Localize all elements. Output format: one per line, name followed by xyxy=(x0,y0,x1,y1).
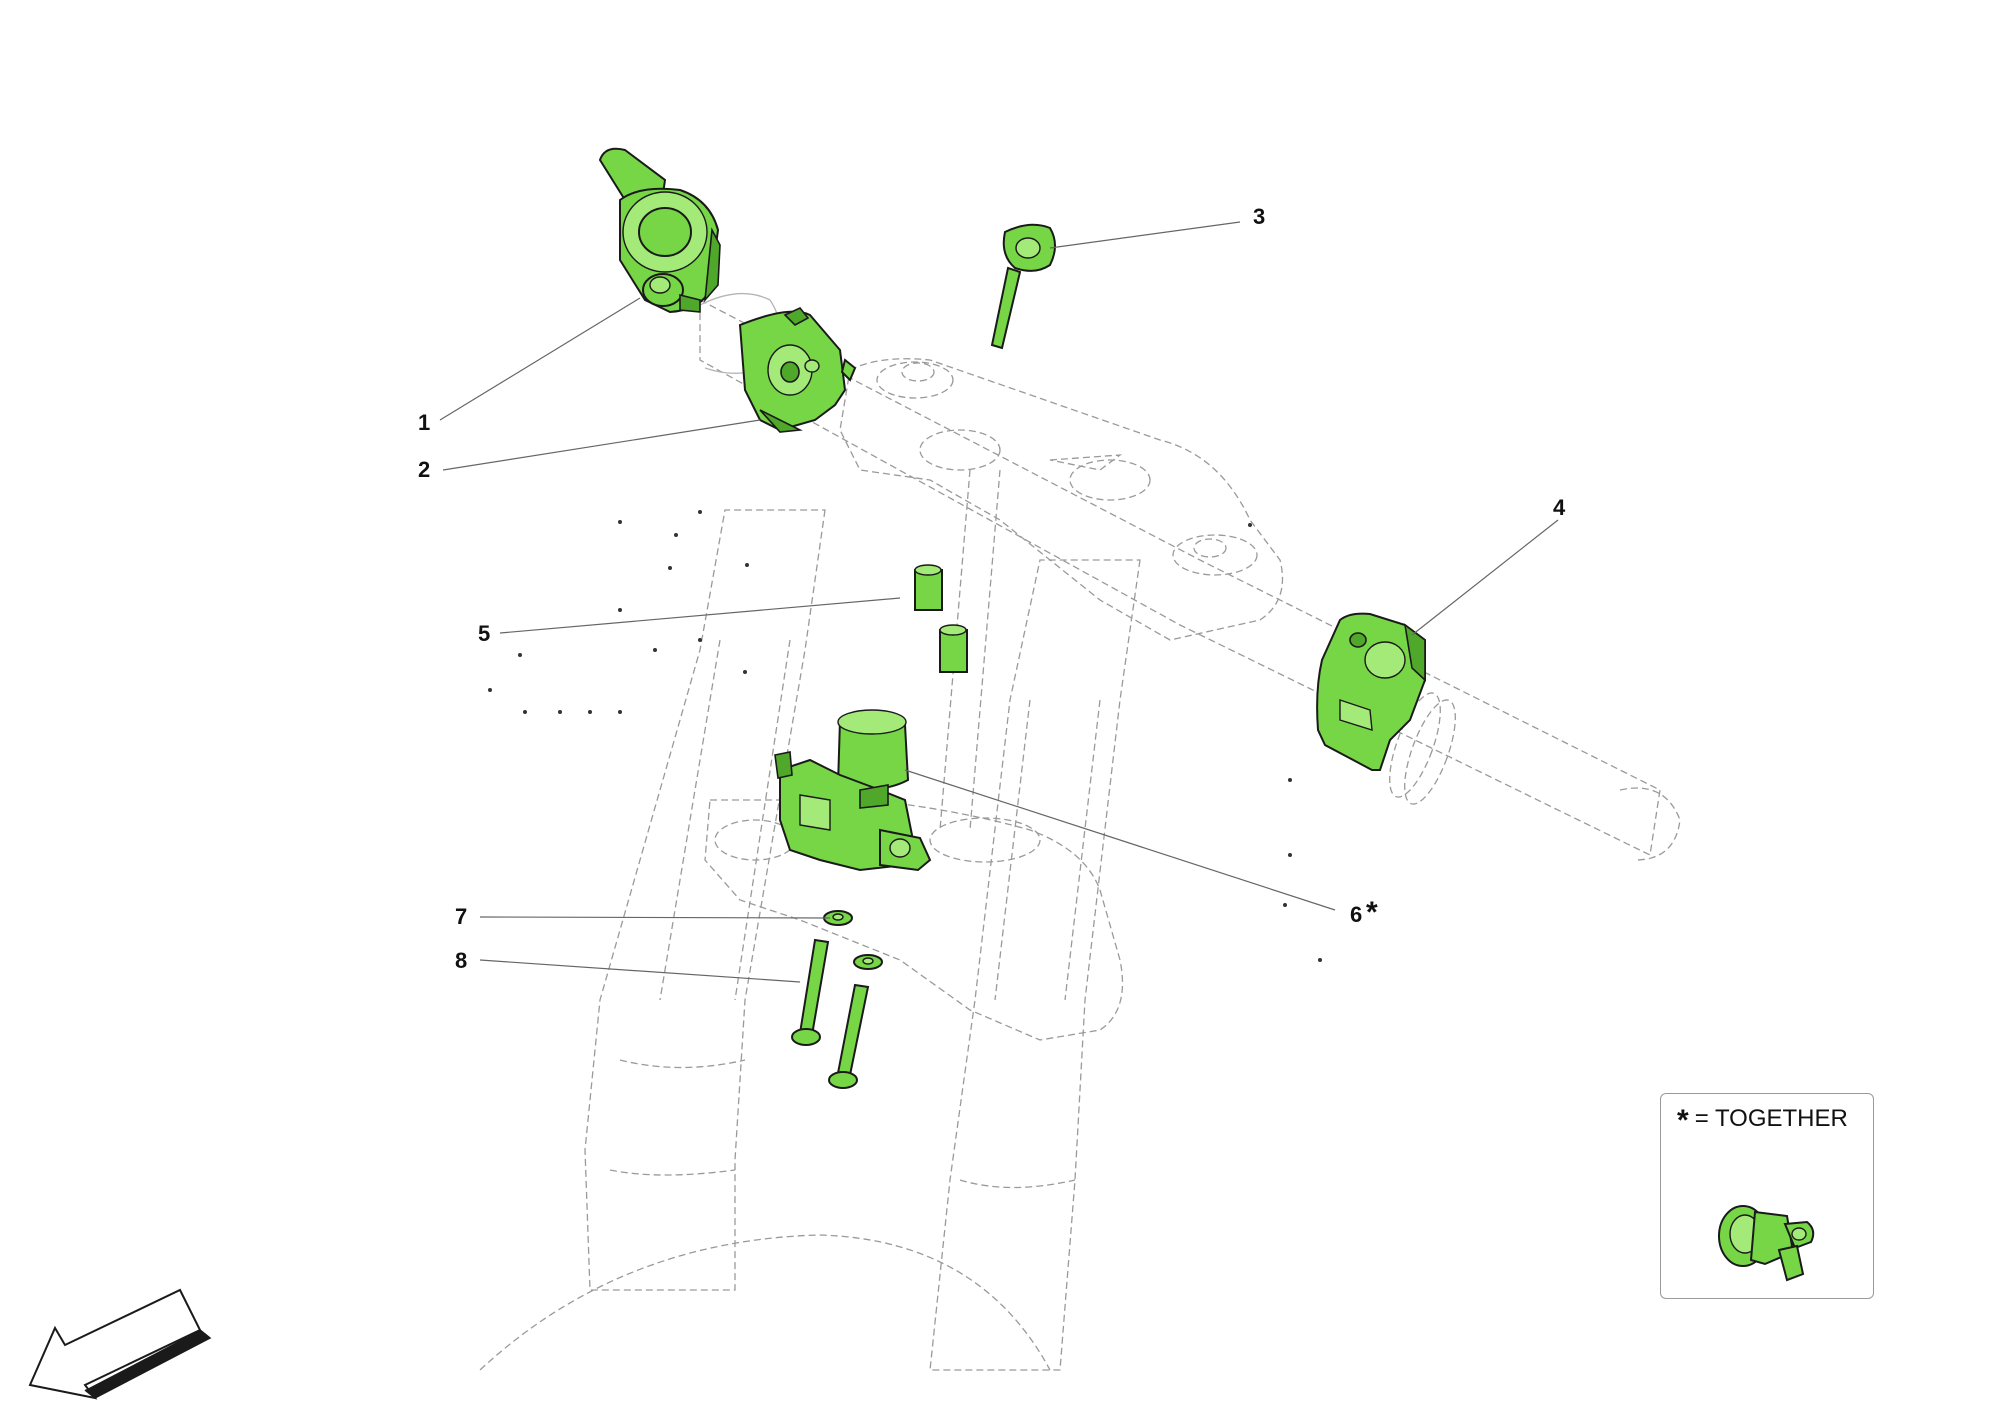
callout-6: 6 xyxy=(1350,902,1362,927)
legend-text: *= TOGETHER xyxy=(1677,1104,1848,1138)
part-7-washers xyxy=(823,910,883,970)
callout-3: 3 xyxy=(1253,204,1265,229)
legend-symbol: * xyxy=(1677,1104,1689,1137)
legend-label: = TOGETHER xyxy=(1694,1105,1848,1132)
reference-dots xyxy=(488,510,1377,962)
callout-8: 8 xyxy=(455,948,467,973)
part-2-clamp-housing xyxy=(738,307,857,433)
part-6-ignition-lock xyxy=(774,709,932,872)
callout-1: 1 xyxy=(418,410,430,435)
callout-2: 2 xyxy=(418,457,430,482)
part-4-switch-block xyxy=(1316,612,1426,771)
part-1-throttle-housing xyxy=(598,147,721,314)
callout-6-marker: * xyxy=(1366,896,1378,929)
legend-box: *= TOGETHER xyxy=(1660,1093,1874,1299)
callout-5: 5 xyxy=(478,621,490,646)
callout-labels: 1 2 3 4 5 6 * 7 8 xyxy=(418,204,1566,973)
part-3-key xyxy=(990,223,1056,350)
part-8-bolts xyxy=(791,938,870,1089)
callout-4: 4 xyxy=(1553,495,1566,520)
leader-lines xyxy=(439,221,1559,983)
fork-assembly-ghost xyxy=(479,292,1681,1371)
direction-arrow-icon xyxy=(28,1288,212,1400)
ignition-lock-assembly-icon xyxy=(1718,1205,1815,1282)
part-5-spacers xyxy=(914,564,968,673)
callout-7: 7 xyxy=(455,904,467,929)
